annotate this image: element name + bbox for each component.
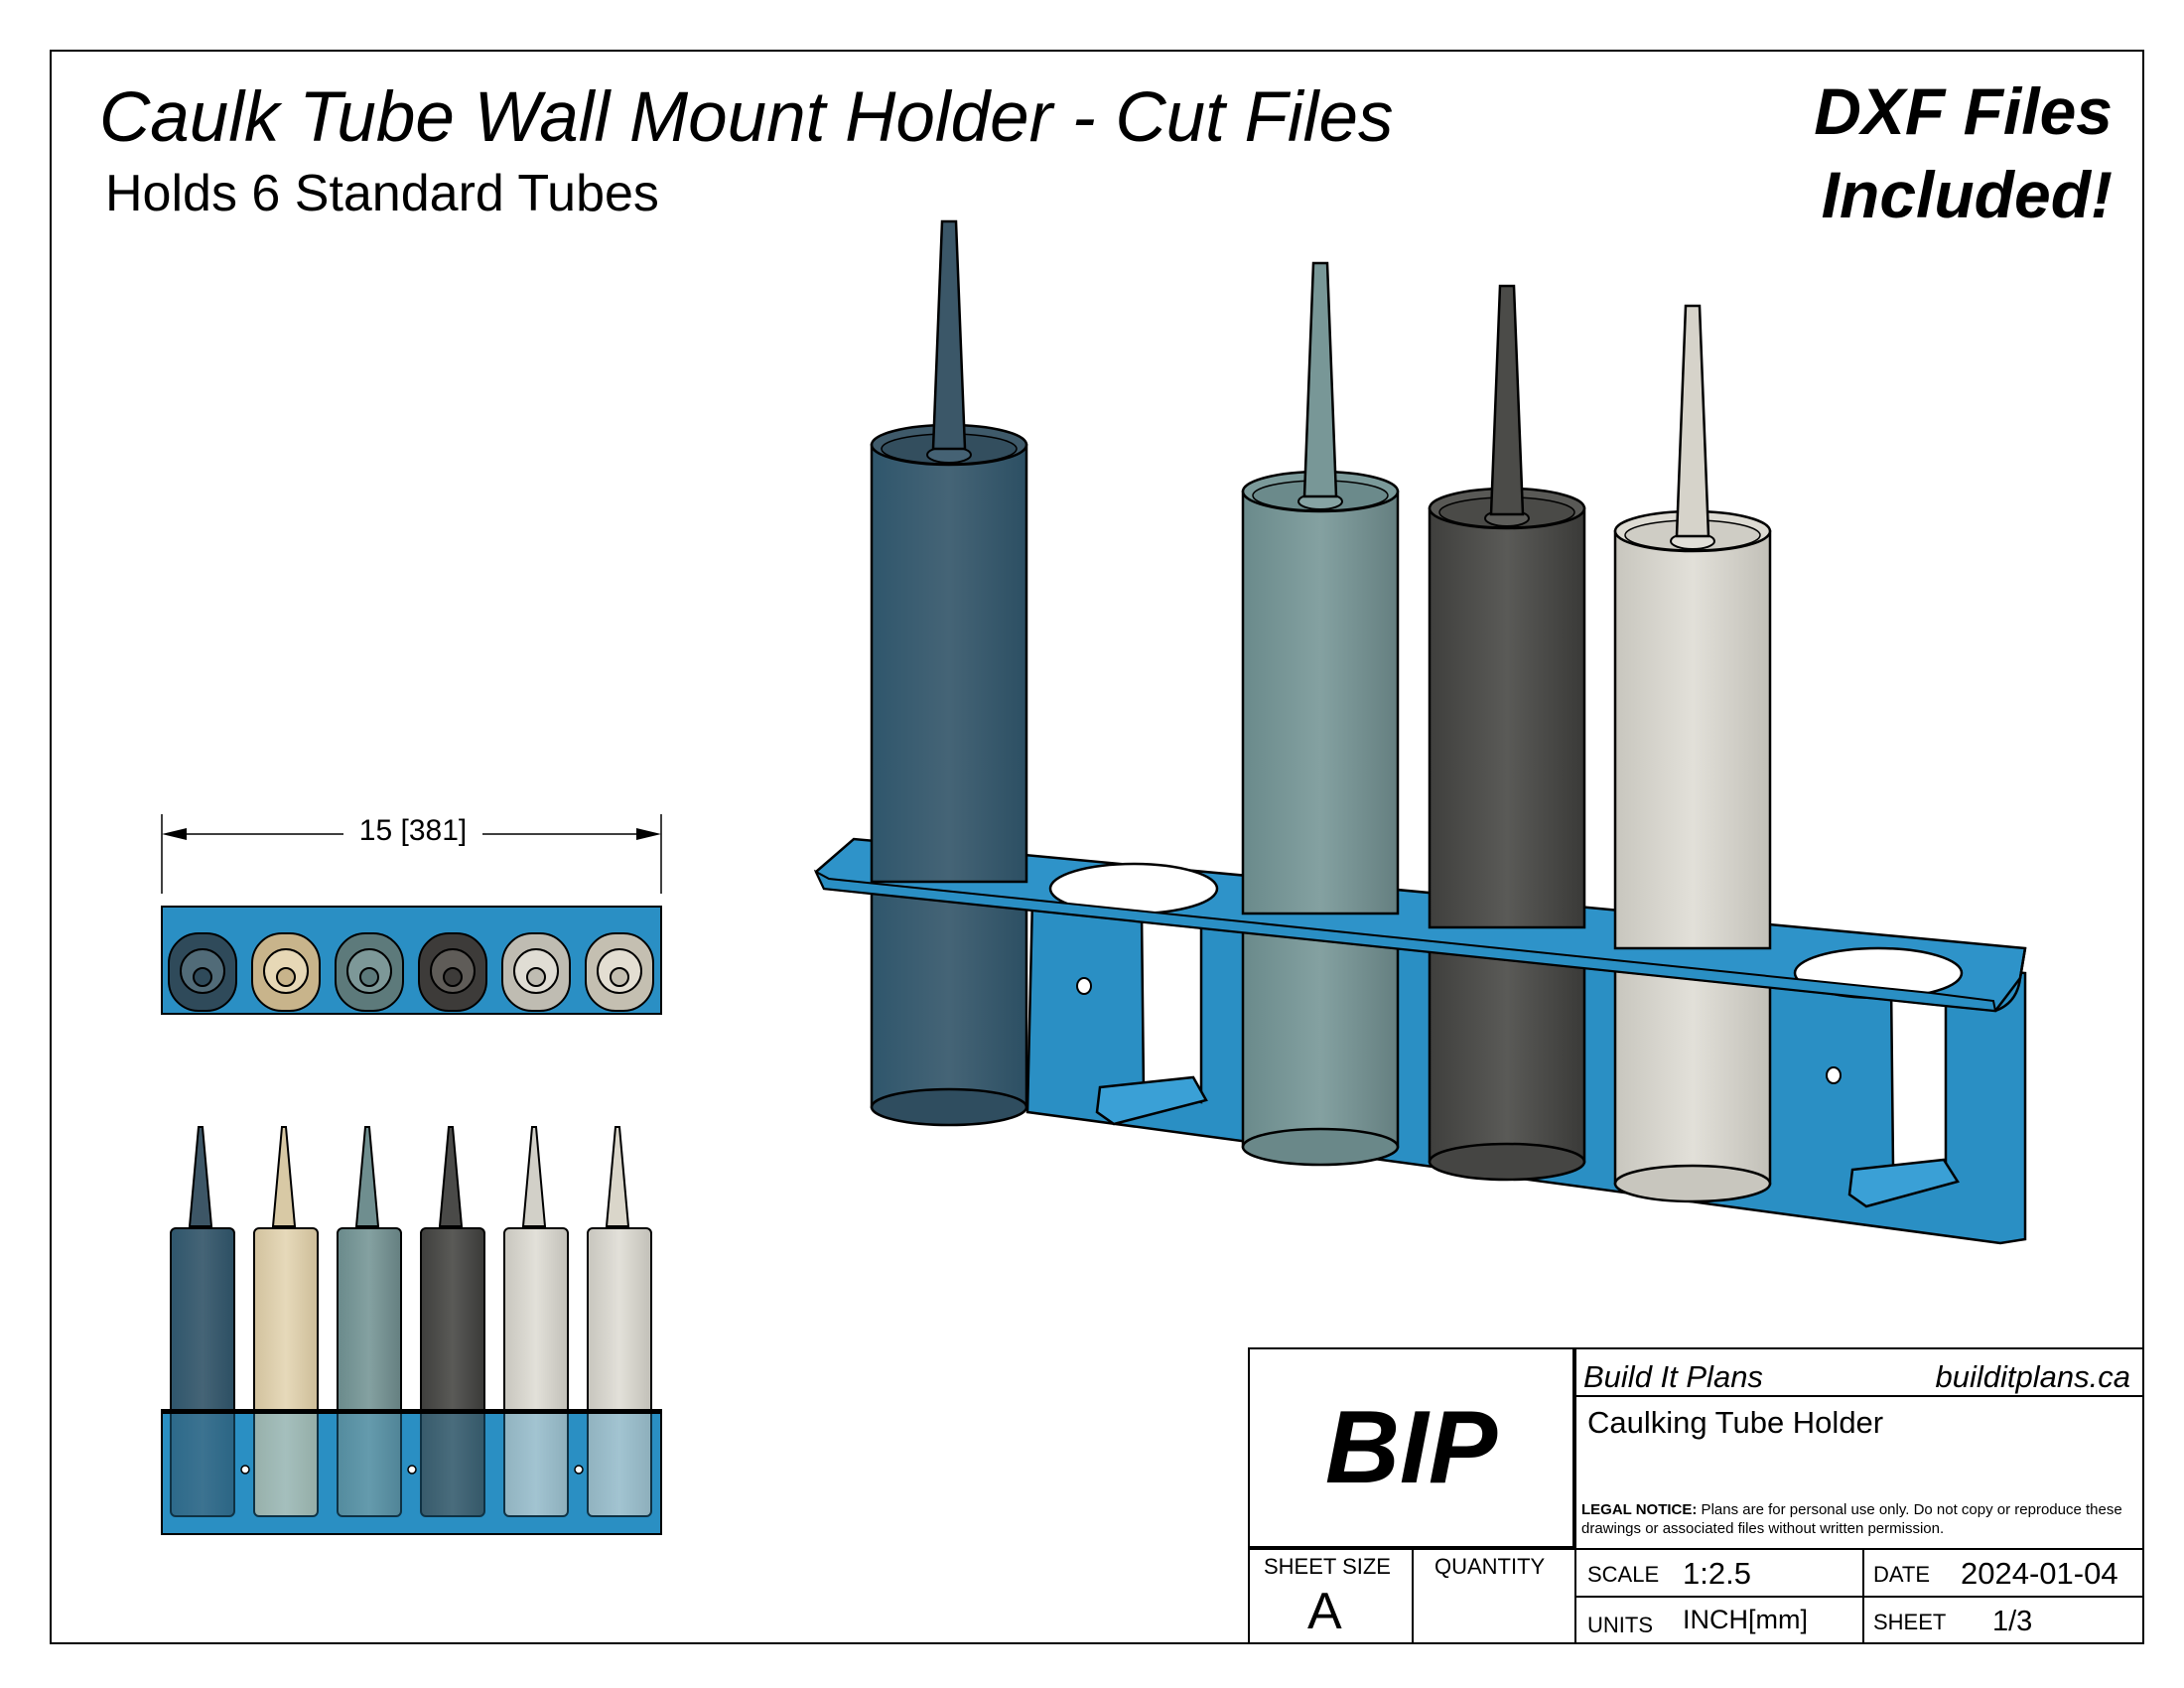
shelf-bend <box>1994 947 2027 1013</box>
units-label: UNITS <box>1587 1613 1653 1637</box>
bip-logo: BIP <box>1250 1349 1574 1548</box>
company-name: Build It Plans <box>1583 1359 1763 1394</box>
tube-top-2 <box>251 932 321 1012</box>
tube-front-1 <box>170 1126 235 1517</box>
tube-top-6 <box>585 932 654 1012</box>
mount-hole-iso-right <box>1826 1066 1842 1084</box>
iso-tube-4 <box>1428 284 1586 929</box>
tube-top-1 <box>168 932 237 1012</box>
bottom-tab-right <box>1847 1158 1960 1208</box>
iso-tube-4-bottom <box>1428 1142 1586 1182</box>
units-value: INCH[mm] <box>1683 1605 1808 1634</box>
title-block-divider-3 <box>1250 1548 2144 1550</box>
title-block-divider-4 <box>1412 1548 1414 1644</box>
title-block-divider-6 <box>1574 1596 2144 1598</box>
sheet-size-label: SHEET SIZE <box>1264 1554 1391 1579</box>
iso-tube-5 <box>1613 304 1772 950</box>
front-view <box>161 1126 662 1535</box>
tube-front-3 <box>337 1126 402 1517</box>
tube-front-2 <box>253 1126 319 1517</box>
quantity-label: QUANTITY <box>1434 1554 1546 1579</box>
iso-tube-5-bottom <box>1613 1164 1772 1203</box>
tube-front-5 <box>503 1126 569 1517</box>
title-block-divider-2 <box>1574 1349 1576 1644</box>
sheet-value: 1/3 <box>1992 1606 2033 1637</box>
legal-notice: LEGAL NOTICE: Plans are for personal use… <box>1581 1500 2137 1538</box>
dim-arrow-left <box>162 828 187 840</box>
scale-label: SCALE <box>1587 1562 1660 1587</box>
title-block: BIP Build It Plans builditplans.ca Caulk… <box>1248 1347 2144 1644</box>
mount-hole-front-right <box>574 1465 584 1475</box>
holder-top-plate <box>161 906 662 1015</box>
date-value: 2024-01-04 <box>1961 1556 2118 1591</box>
top-view <box>161 814 662 1015</box>
iso-tube-3 <box>1241 261 1400 915</box>
legal-notice-label: LEGAL NOTICE: <box>1581 1501 1698 1518</box>
isometric-view <box>813 219 2027 1245</box>
drawing-sheet-border <box>50 50 2144 1644</box>
iso-tube-1-bottom <box>870 1087 1028 1127</box>
overall-width-dimension: 15 [381] <box>343 814 482 848</box>
sheet-size-value: A <box>1307 1583 1342 1640</box>
tube-top-3 <box>335 932 404 1012</box>
tube-top-5 <box>501 932 571 1012</box>
promo-line-2: Included! <box>1821 158 2113 231</box>
page-title: Caulk Tube Wall Mount Holder - Cut Files <box>99 78 1394 157</box>
tube-top-4 <box>418 932 487 1012</box>
page-subtitle: Holds 6 Standard Tubes <box>105 165 659 222</box>
dxf-promo: DXF Files Included! <box>1696 70 2113 236</box>
tube-front-6 <box>587 1126 652 1517</box>
iso-tube-1 <box>870 219 1028 884</box>
scale-value: 1:2.5 <box>1683 1556 1751 1591</box>
title-block-divider-1 <box>1574 1395 2144 1397</box>
company-website: builditplans.ca <box>1935 1359 2130 1394</box>
iso-tube-3-bottom <box>1241 1127 1400 1167</box>
sheet-label: SHEET <box>1873 1610 1947 1634</box>
cutout-window-left <box>1140 910 1203 1104</box>
shelf-front-lip <box>813 869 1997 1013</box>
date-label: DATE <box>1873 1562 1931 1587</box>
mount-hole-front-left <box>240 1465 250 1475</box>
promo-line-1: DXF Files <box>1814 74 2113 148</box>
mount-hole-iso-left <box>1076 977 1092 995</box>
legal-notice-text: Plans are for personal use only. Do not … <box>1581 1501 2122 1537</box>
tube-front-4 <box>420 1126 485 1517</box>
dim-arrow-right <box>636 828 661 840</box>
part-name: Caulking Tube Holder <box>1587 1405 1884 1440</box>
bottom-tab-left <box>1095 1075 1208 1126</box>
mount-hole-front-center <box>407 1465 417 1475</box>
cutout-window-right <box>1889 981 1948 1174</box>
